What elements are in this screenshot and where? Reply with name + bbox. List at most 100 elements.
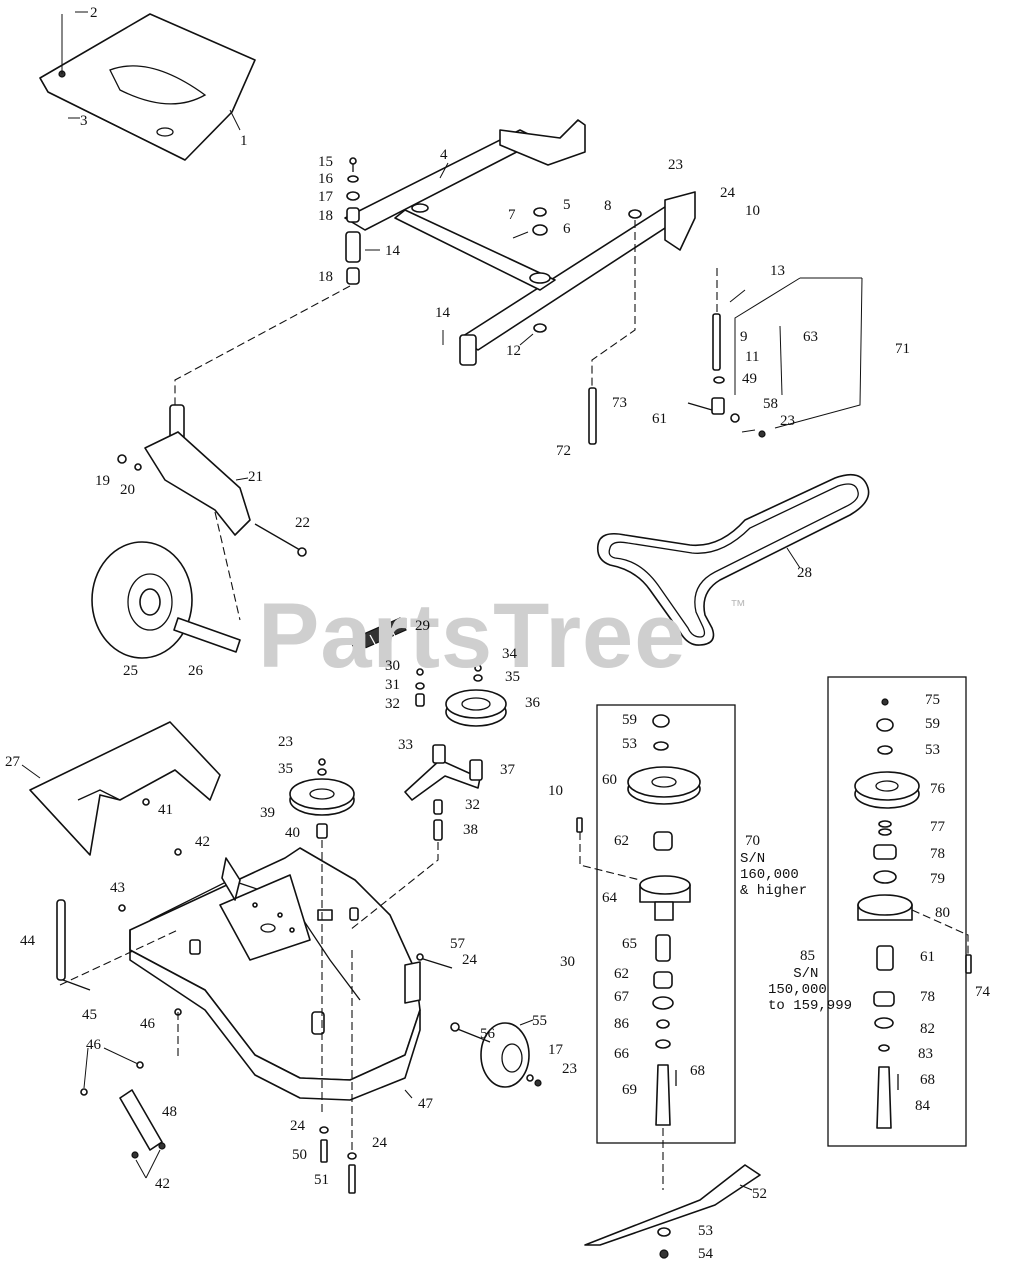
part-label-28: 28 [797,565,812,581]
belt [596,473,870,646]
part-label-47: 47 [418,1096,433,1112]
part-label-68: 68 [690,1063,705,1079]
part-label-53: 53 [698,1223,713,1239]
part-label-67: 67 [614,989,629,1005]
main-frame [344,119,696,366]
part-label-60: 60 [602,772,617,788]
part-label-63: 63 [803,329,818,345]
part-label-1: 1 [240,133,248,149]
spindle-assembly-85 [576,676,972,1147]
part-label-9: 9 [740,329,748,345]
part-label-59: 59 [622,712,637,728]
part-label-3: 3 [80,113,88,129]
part-label-35: 35 [505,669,520,685]
part-label-41: 41 [158,802,173,818]
part-label-52: 52 [752,1186,767,1202]
part-label-42: 42 [155,1176,170,1192]
part-label-22: 22 [295,515,310,531]
part-label-24: 24 [462,952,477,968]
part-label-57: 57 [450,936,465,952]
part-label-24: 24 [372,1135,387,1151]
part-label-23: 23 [668,157,683,173]
part-label-2: 2 [90,5,98,21]
part-label-76: 76 [930,781,945,797]
part-label-78: 78 [920,989,935,1005]
part-label-72: 72 [556,443,571,459]
part-label-55: 55 [532,1013,547,1029]
part-label-45: 45 [82,1007,97,1023]
blade [584,1164,761,1259]
part-label-32: 32 [465,797,480,813]
bottom-hardware [319,1126,357,1194]
spindle-assembly-70 [596,704,736,1144]
part-label-46: 46 [86,1037,101,1053]
part-label-17: 17 [318,189,333,205]
trademark-symbol: ™ [730,598,746,615]
part-label-50: 50 [292,1147,307,1163]
part-label-80: 80 [935,905,950,921]
part-label-27: 27 [5,754,20,770]
part-label-42: 42 [195,834,210,850]
part-label-23: 23 [562,1061,577,1077]
part-label-83: 83 [918,1046,933,1062]
part-label-75: 75 [925,692,940,708]
mower-deck [129,847,421,1101]
part-label-23: 23 [780,413,795,429]
part-label-37: 37 [500,762,515,778]
leader-lines [21,11,863,1191]
part-label-44: 44 [20,933,35,949]
part-label-19: 19 [95,473,110,489]
part-label-10: 10 [548,783,563,799]
part-label-14: 14 [435,305,450,321]
part-label-36: 36 [525,695,540,711]
part-label-35: 35 [278,761,293,777]
watermark: PartsTree [258,585,687,687]
part-label-17: 17 [548,1042,563,1058]
deck-cover [39,13,256,161]
discharge-chute [29,721,221,856]
part-label-13: 13 [770,263,785,279]
part-label-49: 49 [742,371,757,387]
hardware-stack [346,157,642,333]
deck-wheel [416,953,542,1088]
part-label-40: 40 [285,825,300,841]
part-label-31: 31 [385,677,400,693]
part-label-65: 65 [622,936,637,952]
idler-assembly [289,664,507,841]
part-label-34: 34 [502,646,517,662]
part-label-74: 74 [975,984,990,1000]
caster-assembly [91,404,307,659]
part-label-7: 7 [508,207,516,223]
part-label-16: 16 [318,171,333,187]
part-label-70: 70 [745,833,760,849]
part-label-32: 32 [385,696,400,712]
part-label-58: 58 [763,396,778,412]
part-label-30: 30 [560,954,575,970]
part-label-20: 20 [120,482,135,498]
part-label-14: 14 [385,243,400,259]
part-label-71: 71 [895,341,910,357]
part-label-81: 61 [920,949,935,965]
part-label-86: 86 [614,1016,629,1032]
part-label-79: 79 [930,871,945,887]
part-label-24: 24 [720,185,735,201]
part-label-10: 10 [745,203,760,219]
part-label-48: 48 [162,1104,177,1120]
part-label-69: 69 [622,1082,637,1098]
part-label-53: 53 [622,736,637,752]
part-label-73: 73 [612,395,627,411]
part-label-68: 68 [920,1072,935,1088]
part-label-5: 5 [563,197,571,213]
part-label-33: 33 [398,737,413,753]
part-label-85: 85 [800,948,815,964]
part-label-8: 8 [604,198,612,214]
part-label-62: 62 [614,966,629,982]
part-label-4: 4 [440,147,448,163]
part-label-43: 43 [110,880,125,896]
part-label-29: 29 [415,618,430,634]
part-label-78: 78 [930,846,945,862]
part-label-84: 84 [915,1098,930,1114]
part-label-21: 21 [248,469,263,485]
part-label-24: 24 [290,1118,305,1134]
part-label-25: 25 [123,663,138,679]
